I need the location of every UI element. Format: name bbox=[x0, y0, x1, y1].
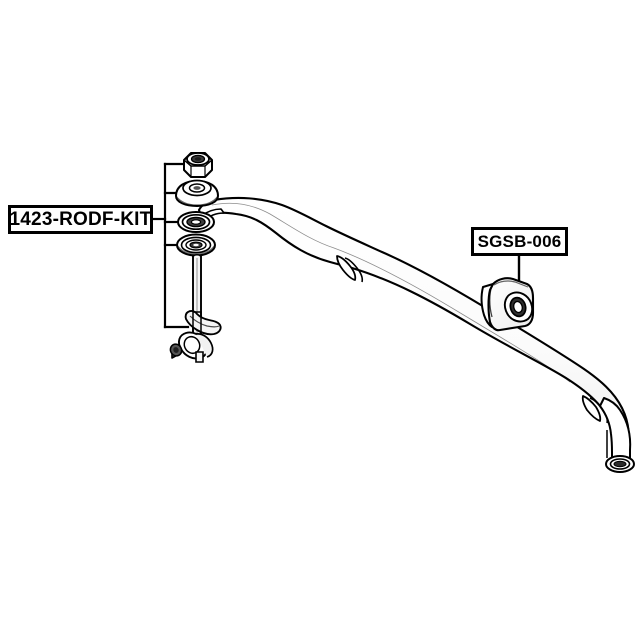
lower-stud-bushing bbox=[169, 331, 214, 363]
part-label-sgsb-006: SGSB-006 bbox=[471, 227, 568, 256]
bar-end-eye bbox=[605, 455, 635, 473]
hex-nut bbox=[183, 152, 213, 178]
lower-washer bbox=[176, 233, 216, 257]
leader-bracket-kit bbox=[150, 162, 190, 329]
bar-collar-left bbox=[336, 255, 364, 283]
upper-bushing bbox=[177, 211, 215, 233]
part-label-1423-rodf-kit: 1423-RODF-KIT bbox=[8, 205, 153, 234]
cup-washer bbox=[175, 179, 219, 207]
rubber-bushing bbox=[480, 277, 535, 332]
stabilizer-bar bbox=[197, 196, 635, 473]
